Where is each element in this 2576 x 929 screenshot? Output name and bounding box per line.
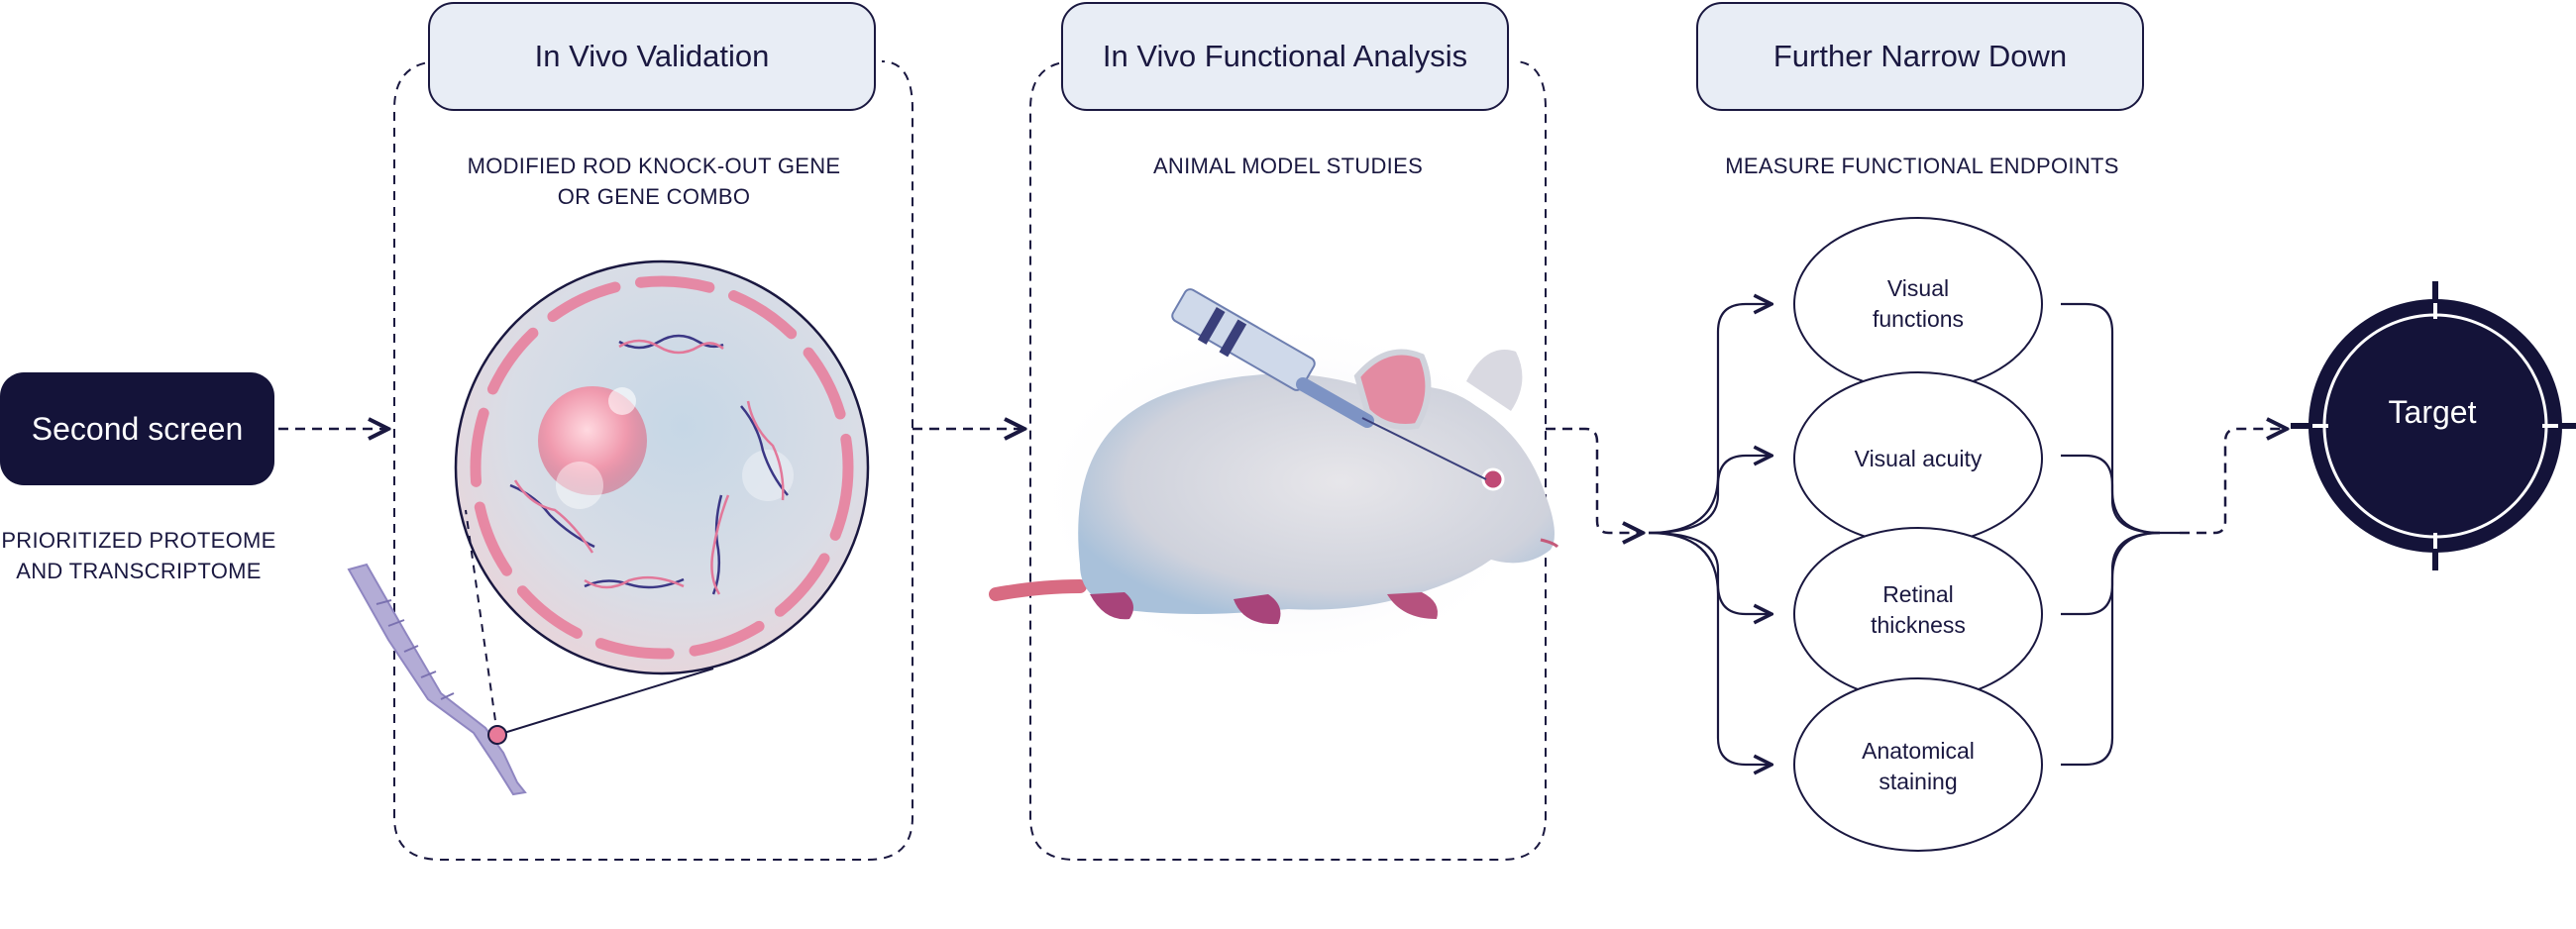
step-header-in-vivo-validation: In Vivo Validation	[428, 2, 876, 111]
step-title: Further Narrow Down	[1772, 39, 2068, 73]
endpoint-line1: Visual acuity	[1854, 446, 1983, 471]
step2-caption: ANIMAL MODEL STUDIES	[1070, 151, 1506, 181]
endpoint-line1: Retinal	[1882, 581, 1954, 607]
step-header-further-narrow-down: Further Narrow Down	[1696, 2, 2144, 111]
mouse-illustration	[989, 288, 1559, 673]
start-caption-line2: AND TRANSCRIPTOME	[16, 559, 262, 583]
target-label: Target	[2388, 394, 2477, 430]
endpoint-visual-functions: Visual functions	[1794, 273, 2042, 335]
endpoint-line1: Visual	[1886, 275, 1950, 301]
endpoint-line2: thickness	[1871, 612, 1966, 638]
step3-caption: MEASURE FUNCTIONAL ENDPOINTS	[1704, 151, 2140, 181]
step-title: In Vivo Functional Analysis	[1102, 39, 1468, 73]
endpoint-line2: functions	[1872, 306, 1965, 332]
step-title: In Vivo Validation	[534, 39, 770, 73]
second-screen-label: Second screen	[31, 410, 244, 447]
fan-out-brackets	[1648, 304, 1771, 765]
arrow-step2-to-step3	[1546, 427, 1643, 533]
step2-caption-line1: ANIMAL MODEL STUDIES	[1152, 154, 1424, 178]
step-header-in-vivo-functional-analysis: In Vivo Functional Analysis	[1061, 2, 1509, 111]
arrow-step3-to-target	[2180, 429, 2287, 535]
step2-frame	[1029, 60, 1547, 861]
second-screen-node: Second screen	[0, 372, 274, 485]
rod-cell-illustration	[347, 563, 527, 796]
endpoint-retinal-thickness: Retinal thickness	[1794, 579, 2042, 641]
step3-caption-line1: MEASURE FUNCTIONAL ENDPOINTS	[1725, 154, 2119, 178]
endpoint-anatomical-staining: Anatomical staining	[1794, 736, 2042, 797]
target-icon	[2291, 281, 2576, 570]
step1-caption-line1: MODIFIED ROD KNOCK-OUT GENE	[467, 154, 841, 178]
fan-in-brackets	[2061, 302, 2180, 767]
endpoint-ellipses	[1793, 217, 2043, 852]
step1-caption: MODIFIED ROD KNOCK-OUT GENE OR GENE COMB…	[436, 151, 872, 212]
step1-frame	[393, 60, 913, 861]
cell-illustration	[449, 253, 875, 736]
start-caption-line1: PRIORITIZED PROTEOME	[1, 528, 276, 553]
endpoint-line1: Anatomical	[1862, 738, 1975, 764]
dna-strands	[509, 334, 789, 595]
syringe-icon	[1171, 288, 1487, 480]
step1-caption-line2: OR GENE COMBO	[557, 184, 751, 209]
start-caption: PRIORITIZED PROTEOME AND TRANSCRIPTOME	[0, 525, 277, 586]
endpoint-visual-acuity: Visual acuity	[1794, 444, 2042, 474]
endpoint-line2: staining	[1878, 769, 1958, 794]
